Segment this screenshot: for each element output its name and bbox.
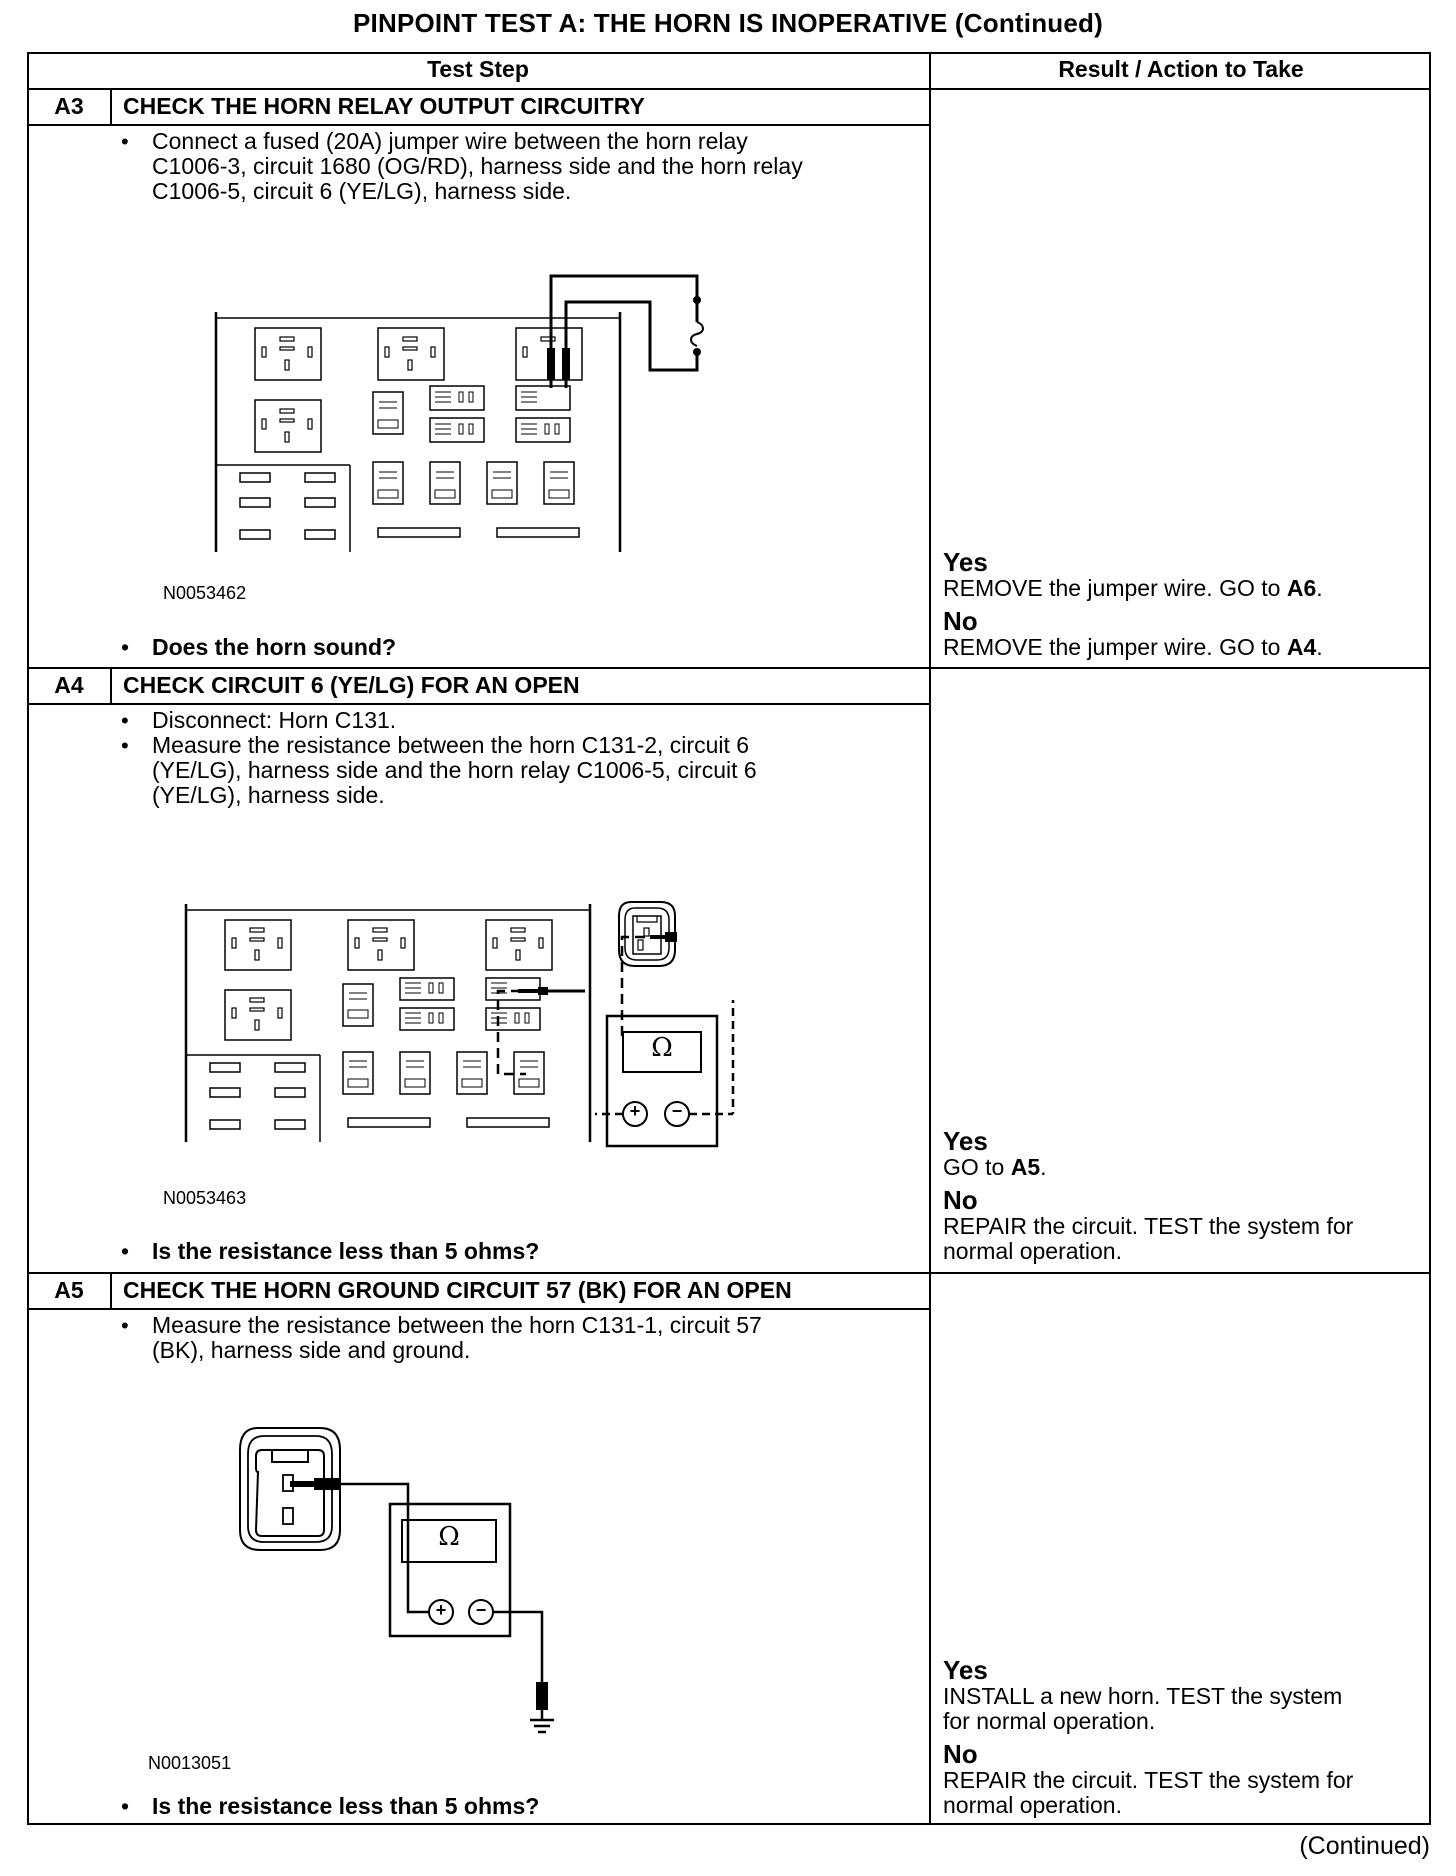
question-a4: Is the resistance less than 5 ohms?: [110, 1238, 539, 1265]
figure-id-a3: N0053462: [163, 583, 247, 603]
step-id-a4: A4: [54, 672, 84, 698]
meter-ohm-symbol: Ω: [651, 1033, 673, 1063]
no-goto: A4: [1286, 634, 1317, 660]
horn-ground-diagram: [239, 1427, 554, 1734]
relay-jumper-diagram: [214, 274, 704, 552]
yes-label: Yes: [943, 547, 988, 577]
result-a3: Yes REMOVE the jumper wire. GO to A6. No…: [943, 548, 1423, 660]
meter-plus: +: [435, 1600, 447, 1620]
no-action: REMOVE the jumper wire. GO to: [943, 634, 1287, 660]
continued-note: (Continued): [1299, 1832, 1430, 1860]
meter-minus: −: [475, 1600, 487, 1620]
step-id-a3: A3: [54, 93, 84, 119]
no-label: No: [943, 1739, 978, 1769]
no-label: No: [943, 1185, 978, 1215]
yes-action: GO to: [943, 1154, 1011, 1180]
yes-label: Yes: [943, 1655, 988, 1685]
instruction-item: Connect a fused (20A) jumper wire betwee…: [110, 129, 803, 204]
result-a5: Yes INSTALL a new horn. TEST the system …: [943, 1656, 1423, 1818]
instructions-a3: Connect a fused (20A) jumper wire betwee…: [110, 129, 803, 204]
column-divider: [929, 52, 931, 1825]
no-label: No: [943, 606, 978, 636]
meter-ohm-symbol: Ω: [438, 1522, 460, 1552]
instructions-a4: Disconnect: Horn C131. Measure the resis…: [110, 708, 757, 808]
header-test-step: Test Step: [427, 56, 529, 82]
yes-goto: A6: [1286, 575, 1317, 601]
no-action: REPAIR the circuit. TEST the system for …: [943, 1767, 1354, 1818]
yes-goto: A5: [1010, 1154, 1041, 1180]
yes-label: Yes: [943, 1126, 988, 1156]
result-a4: Yes GO to A5. No REPAIR the circuit. TES…: [943, 1127, 1423, 1264]
figure-id-a4: N0053463: [163, 1188, 247, 1208]
meter-minus: −: [671, 1101, 683, 1121]
yes-action: INSTALL a new horn. TEST the system for …: [943, 1683, 1343, 1734]
instructions-a5: Measure the resistance between the horn …: [110, 1313, 762, 1363]
question-a3: Does the horn sound?: [110, 634, 396, 661]
instruction-item: Disconnect: Horn C131.: [110, 708, 757, 734]
step-title-a5: CHECK THE HORN GROUND CIRCUIT 57 (BK) FO…: [123, 1277, 792, 1303]
page-title: PINPOINT TEST A: THE HORN IS INOPERATIVE…: [353, 8, 1103, 38]
instruction-item: Measure the resistance between the horn …: [110, 733, 757, 808]
step-title-a3: CHECK THE HORN RELAY OUTPUT CIRCUITRY: [123, 93, 645, 119]
header-divider: [27, 88, 1431, 90]
horn-circuit-resistance-diagram: [184, 901, 677, 1142]
yes-action: REMOVE the jumper wire. GO to: [943, 575, 1287, 601]
ohmmeter-a4: [595, 1000, 735, 1148]
instruction-item: Measure the resistance between the horn …: [110, 1313, 762, 1363]
step-title-a4: CHECK CIRCUIT 6 (YE/LG) FOR AN OPEN: [123, 672, 580, 698]
figure-id-a5: N0013051: [148, 1753, 232, 1773]
header-result: Result / Action to Take: [1058, 56, 1304, 82]
question-a5: Is the resistance less than 5 ohms?: [110, 1793, 539, 1820]
no-action: REPAIR the circuit. TEST the system for …: [943, 1213, 1354, 1264]
meter-plus: +: [629, 1101, 641, 1121]
test-table: [27, 52, 1431, 1825]
step-id-a5: A5: [54, 1277, 84, 1303]
